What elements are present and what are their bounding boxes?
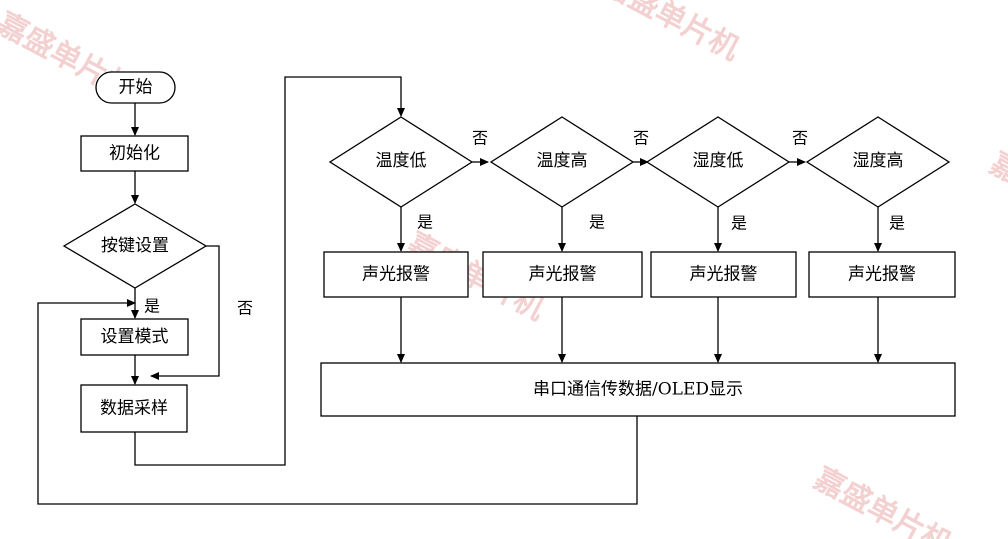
data-sampling-shape — [80, 384, 188, 433]
humid-high-shape — [805, 116, 951, 208]
data-sampling-label: 数据采样 — [100, 399, 168, 419]
output-node: 串口通信传数据/OLED显示 — [320, 362, 956, 417]
edge-label-yes-key: 是 — [144, 297, 160, 316]
alarm-1-label: 声光报警 — [362, 265, 430, 285]
output-label: 串口通信传数据/OLED显示 — [533, 380, 743, 400]
watermark-5: 嘉盛单片机 — [984, 146, 1008, 247]
edge-labels: 是 否 否 否 否 是 是 是 是 — [144, 129, 905, 318]
temp-high-decision: 温度高 — [489, 116, 635, 208]
edge-label-yes-4: 是 — [889, 214, 905, 233]
start-label: 开始 — [119, 78, 153, 98]
alarm-node-3: 声光报警 — [650, 251, 797, 298]
humid-high-label: 湿度高 — [853, 151, 904, 171]
edge-output-loop — [37, 299, 638, 505]
watermark-4: 嘉盛单片机 — [808, 461, 957, 539]
alarm-node-1: 声光报警 — [323, 251, 469, 298]
alarm-2-shape — [482, 251, 643, 298]
edge-label-no-2: 否 — [633, 129, 649, 148]
setting-mode-label: 设置模式 — [101, 327, 169, 347]
alarm-4-label: 声光报警 — [848, 265, 916, 285]
alarm-node-4: 声光报警 — [808, 251, 956, 298]
edge-label-yes-1: 是 — [417, 213, 433, 232]
key-setting-decision: 按键设置 — [62, 203, 208, 289]
alarm-3-shape — [650, 251, 797, 298]
temp-high-shape — [489, 116, 635, 208]
key-setting-shape — [62, 203, 208, 289]
edge-key-no — [150, 245, 220, 380]
connectors — [37, 76, 882, 505]
alarm-3-label: 声光报警 — [690, 265, 758, 285]
temp-low-decision: 温度低 — [328, 116, 474, 208]
humid-low-decision: 湿度低 — [645, 116, 791, 208]
edge-label-no-3: 否 — [792, 129, 808, 148]
init-node: 初始化 — [80, 135, 189, 172]
alarm-1-shape — [323, 251, 469, 298]
humid-low-label: 湿度低 — [693, 151, 744, 171]
alarm-4-shape — [808, 251, 956, 298]
watermark-2: 嘉盛单片机 — [596, 0, 745, 67]
edge-label-no-key: 否 — [237, 299, 253, 318]
key-setting-label: 按键设置 — [101, 236, 169, 256]
start-shape — [95, 71, 176, 104]
edge-sampling-to-sensors — [134, 76, 405, 466]
temp-low-shape — [328, 116, 474, 208]
start-node: 开始 — [95, 71, 176, 104]
alarm-2-label: 声光报警 — [529, 265, 597, 285]
temp-low-label: 温度低 — [376, 151, 427, 171]
humid-low-shape — [645, 116, 791, 208]
init-label: 初始化 — [109, 144, 160, 164]
data-sampling-node: 数据采样 — [80, 384, 188, 433]
edge-label-yes-3: 是 — [731, 214, 747, 233]
edge-label-no-1: 否 — [472, 129, 488, 148]
edge-label-yes-2: 是 — [589, 213, 605, 232]
temp-high-label: 温度高 — [537, 151, 588, 171]
output-shape — [320, 362, 956, 417]
setting-mode-node: 设置模式 — [80, 318, 189, 356]
setting-mode-shape — [80, 318, 189, 356]
alarm-node-2: 声光报警 — [482, 251, 643, 298]
init-shape — [80, 135, 189, 172]
humid-high-decision: 湿度高 — [805, 116, 951, 208]
